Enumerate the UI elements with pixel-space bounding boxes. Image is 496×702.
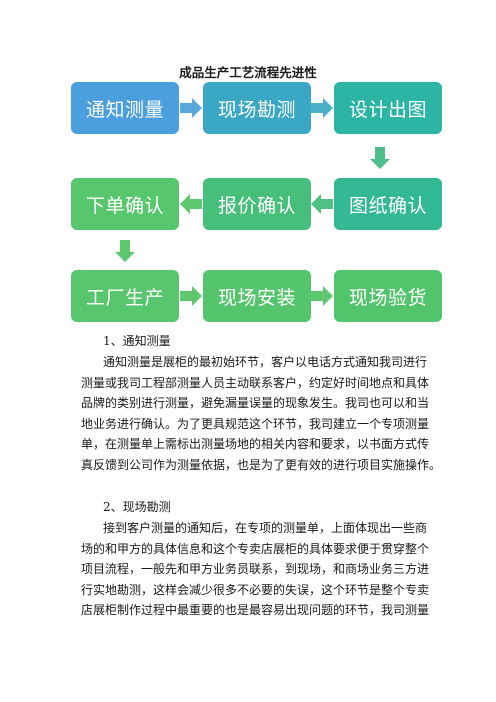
paragraph-line: 场的和甲方的具体信息和这个专卖店展柜的具体要求便于贯穿整个	[81, 541, 430, 556]
left-arrow-icon	[311, 194, 333, 214]
paragraph-line: 测量或我司工程部测量人员主动联系客户，约定好时间地点和具体	[81, 375, 430, 390]
flow-step-factory-production: 工厂生产	[71, 270, 179, 322]
right-arrow-icon	[180, 98, 202, 118]
flow-step-notify-measure: 通知测量	[71, 82, 179, 134]
flow-step-drawing-confirm: 图纸确认	[334, 178, 442, 230]
paragraph-line: 真反馈到公司作为测量依据，也是为了更有效的进行项目实施操作。	[81, 457, 442, 472]
down-arrow-icon	[370, 147, 390, 169]
section-paragraph: 接到客户测量的通知后，在专项的测量单，上面体现出一些商 场的和甲方的具体信息和这…	[81, 518, 441, 621]
section-paragraph: 通知测量是展柜的最初始环节，客户以电话方式通知我司进行 测量或我司工程部测量人员…	[81, 352, 441, 475]
paragraph-line: 项目流程，一般先和甲方业务员联系，到现场，和商场业务三方进	[81, 562, 430, 576]
paragraph-line: 地业务进行确认。为了更具规范这个环节，我司建立一个专项测量	[81, 416, 430, 431]
flow-step-site-survey: 现场勘测	[203, 82, 311, 134]
right-arrow-icon	[311, 98, 333, 118]
paragraph-line: 店展柜制作过程中最重要的也是最容易出现问题的环节，我司测量	[81, 603, 430, 617]
right-arrow-icon	[311, 286, 333, 306]
section-heading: 2、现场勘测	[103, 500, 171, 514]
flow-step-site-inspection: 现场验货	[334, 270, 442, 322]
paragraph-line: 通知测量是展柜的最初始环节，客户以电话方式通知我司进行	[103, 355, 428, 369]
paragraph-line: 品牌的类别进行测量，避免漏量误量的现象发生。我司也可以和当	[81, 396, 430, 410]
flow-step-quote-confirm: 报价确认	[203, 178, 311, 230]
left-arrow-icon	[180, 194, 202, 214]
flow-step-site-install: 现场安装	[203, 270, 311, 322]
paragraph-line: 接到客户测量的通知后，在专项的测量单，上面体现出一些商	[103, 521, 428, 535]
page-title: 成品生产工艺流程先进性	[179, 65, 317, 80]
paragraph-line: 单，在测量单上需标出测量场地的相关内容和要求，以书面方式传	[81, 437, 430, 451]
flow-step-order-confirm: 下单确认	[71, 178, 179, 230]
right-arrow-icon	[180, 286, 202, 306]
down-arrow-icon	[115, 240, 135, 262]
section-heading: 1、通知测量	[103, 334, 171, 348]
flow-step-design-drawing: 设计出图	[334, 82, 442, 134]
paragraph-line: 行实地勘测，这样会减少很多不必要的失误，这个环节是整个专卖	[81, 582, 430, 597]
